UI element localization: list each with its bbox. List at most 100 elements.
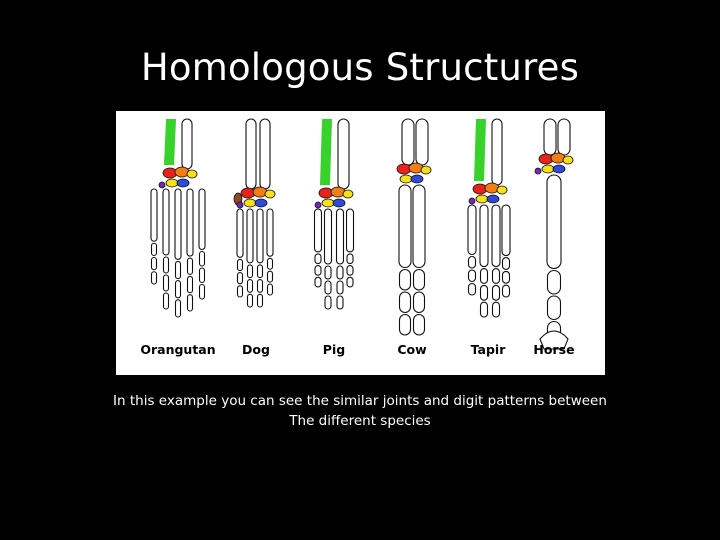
phalanx-bone <box>186 294 194 312</box>
phalanx-bone <box>501 270 511 284</box>
phalanx-bone <box>479 268 489 284</box>
metacarpal-bone <box>398 184 412 269</box>
phalanx-bone <box>336 295 344 310</box>
caption-line-2: The different species <box>289 413 431 429</box>
carpal-magnum <box>486 194 500 204</box>
phalanx-bone <box>236 258 244 272</box>
carpal-magnum <box>552 164 566 174</box>
species-label: Orangutan <box>140 342 215 357</box>
phalanx-bone <box>246 293 254 308</box>
radius-bone <box>543 118 557 156</box>
metacarpal-bone <box>186 188 194 257</box>
phalanx-bone <box>236 272 244 285</box>
metacarpal-bone <box>266 208 274 257</box>
carpal-lunate <box>174 166 190 178</box>
metacarpal-bone <box>236 208 244 258</box>
phalanx-bone <box>324 280 332 295</box>
carpal-trapezoid <box>243 198 257 208</box>
metacarpal-bone <box>501 204 511 257</box>
carpal-lunate <box>330 186 346 198</box>
carpal-trapezium <box>534 167 542 175</box>
phalanx-bone <box>150 256 158 271</box>
phalanx-bone <box>501 257 511 270</box>
ulna-bone <box>259 118 271 190</box>
metacarpal-bone <box>345 208 355 253</box>
phalanx-bone <box>236 285 244 298</box>
limb-cow <box>396 118 432 336</box>
phalanx-bone <box>467 255 477 269</box>
metacarpal-bone <box>256 208 264 264</box>
phalanx-bone <box>198 250 206 267</box>
metacarpal-bone <box>467 204 477 256</box>
phalanx-bone <box>162 274 170 292</box>
phalanx-bone <box>266 283 274 296</box>
carpal-magnum <box>410 174 424 184</box>
phalanx-bone <box>150 242 158 257</box>
phalanx-bone <box>324 295 332 310</box>
metacarpal-bone <box>174 188 182 260</box>
carpal-trapezoid <box>321 198 335 208</box>
slide-title: Homologous Structures <box>140 46 580 89</box>
phalanx-bone <box>256 293 264 308</box>
ulna-bone <box>557 118 571 156</box>
ulna-bone <box>337 118 350 190</box>
metacarpal-bone <box>313 208 323 253</box>
phalanx-bone <box>198 267 206 284</box>
phalanx-bone <box>324 265 332 280</box>
metacarpal-bone <box>246 208 254 264</box>
phalanx-bone <box>412 291 426 314</box>
phalanx-bone <box>256 264 264 279</box>
phalanx-bone <box>246 264 254 279</box>
radius-bone <box>245 118 257 190</box>
phalanx-bone <box>246 279 254 293</box>
phalanx-bone <box>412 313 426 336</box>
limb-tapir <box>467 118 511 318</box>
phalanx-bone <box>174 299 182 318</box>
phalanx-bone <box>479 284 489 301</box>
limb-dog <box>233 118 276 308</box>
phalanx-bone <box>174 280 182 299</box>
ulna-bone <box>415 118 429 166</box>
phalanx-bone <box>256 279 264 293</box>
metacarpal-bone <box>491 204 501 268</box>
limb-orangutan <box>150 118 206 318</box>
radius-bone <box>164 119 176 165</box>
hoof-bone <box>539 330 569 350</box>
phalanx-bone <box>398 313 412 336</box>
metacarpal-bone <box>335 208 345 265</box>
carpal-trapezoid <box>475 194 489 204</box>
metacarpal-bone <box>198 188 206 251</box>
phalanx-bone <box>479 301 489 318</box>
carpal-trapezium <box>314 201 322 209</box>
phalanx-bone <box>398 291 412 314</box>
carpal-trapezoid <box>165 178 179 188</box>
phalanx-bone <box>546 269 562 295</box>
phalanx-bone <box>266 257 274 270</box>
carpal-lunate <box>408 162 424 174</box>
carpal-lunate <box>484 182 500 194</box>
species-label: Horse <box>533 342 574 357</box>
metacarpal-bone <box>162 188 170 256</box>
metacarpal-bone <box>546 174 562 270</box>
phalanx-bone <box>546 295 562 321</box>
phalanx-bone <box>346 253 354 265</box>
carpal-lunate <box>550 152 566 164</box>
phalanx-bone <box>467 269 477 283</box>
carpal-cuneiform <box>264 189 276 199</box>
phalanx-bone <box>314 253 322 265</box>
phalanx-bone <box>150 271 158 285</box>
phalanx-bone <box>346 276 354 288</box>
carpal-trapezoid <box>399 174 413 184</box>
radius-bone <box>401 118 415 166</box>
phalanx-bone <box>346 265 354 276</box>
metacarpal-bone <box>479 204 489 268</box>
carpal-lunate <box>252 186 268 198</box>
species-label: Pig <box>323 342 345 357</box>
ulna-bone <box>491 118 503 186</box>
phalanx-bone <box>491 268 501 284</box>
limb-horse <box>534 118 574 350</box>
species-label: Cow <box>397 342 427 357</box>
phalanx-bone <box>412 268 426 291</box>
carpal-trapezoid <box>541 164 555 174</box>
